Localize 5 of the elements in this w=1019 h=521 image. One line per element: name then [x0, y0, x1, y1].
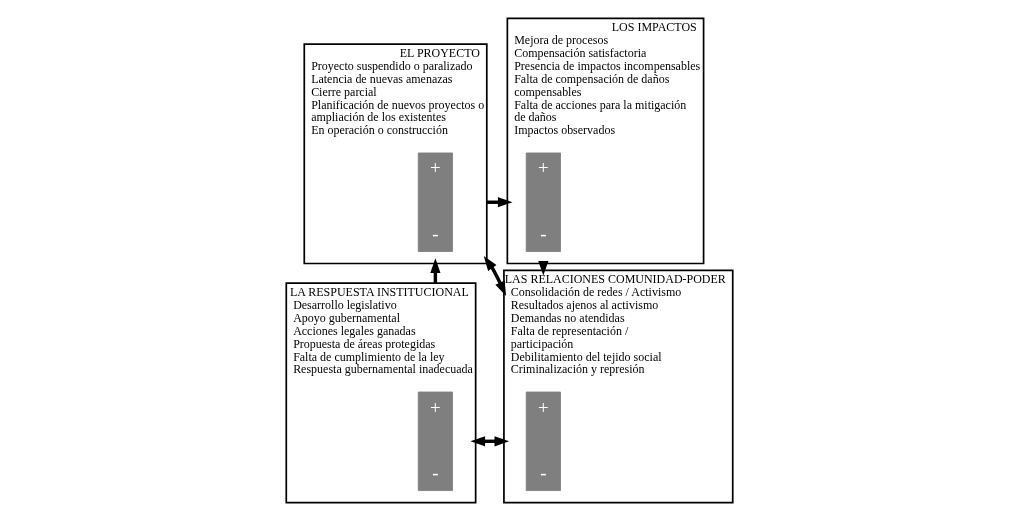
node-box: + - — [525, 152, 561, 252]
node-box: + - — [417, 152, 453, 252]
node-box: + - — [525, 391, 561, 491]
arrow — [483, 256, 507, 297]
node-box: + - — [417, 391, 453, 491]
